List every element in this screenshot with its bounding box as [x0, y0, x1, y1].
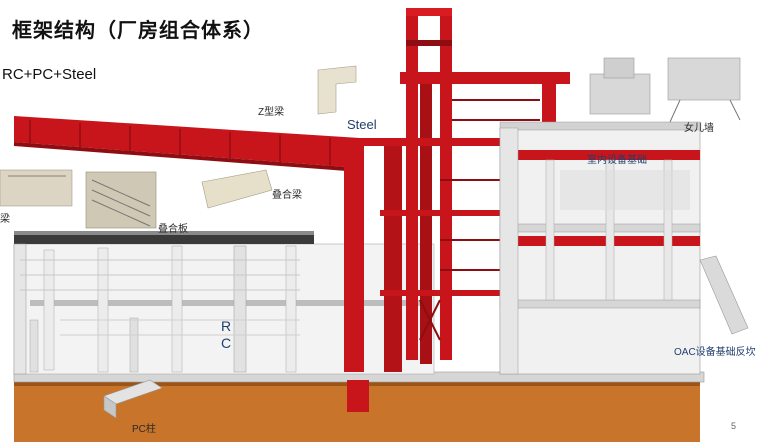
precast-z-beam — [317, 65, 357, 115]
precast-pc-column — [103, 379, 163, 419]
slide-subtitle: RC+PC+Steel — [2, 66, 97, 83]
steel-footing — [347, 380, 369, 412]
left-roof-slab — [14, 234, 314, 244]
label-oac-foundation: OAC设备基础反坎 — [674, 347, 756, 358]
label-composite-beam: 叠合梁 — [272, 190, 302, 201]
page-number: 5 — [730, 421, 736, 431]
right-block — [499, 121, 701, 375]
precast-foundation-blocks — [589, 57, 741, 123]
slide-title: 框架结构（厂房组合体系） — [12, 20, 264, 42]
label-composite-slab: 叠合板 — [158, 224, 188, 235]
right-red-band-1 — [516, 150, 700, 160]
label-beam-left: 梁 — [0, 214, 10, 225]
precast-beam-left — [0, 169, 73, 207]
left-block — [13, 231, 435, 375]
right-roof-slab — [499, 121, 701, 131]
mid-slab — [30, 300, 430, 306]
label-pc-column: PC柱 — [132, 424, 156, 435]
roof-truss-left — [14, 116, 360, 172]
label-steel: Steel — [347, 117, 377, 132]
steel-frame — [344, 8, 570, 412]
precast-composite-beam — [201, 169, 273, 209]
label-parapet: 女儿墙 — [684, 123, 714, 134]
label-z-beam: Z型梁 — [258, 107, 285, 118]
label-equipment-foundation: 室内设备基础 — [587, 155, 647, 166]
precast-slab-photo — [85, 171, 157, 229]
precast-oac-curb — [699, 255, 749, 335]
label-rc: R C — [220, 318, 232, 351]
